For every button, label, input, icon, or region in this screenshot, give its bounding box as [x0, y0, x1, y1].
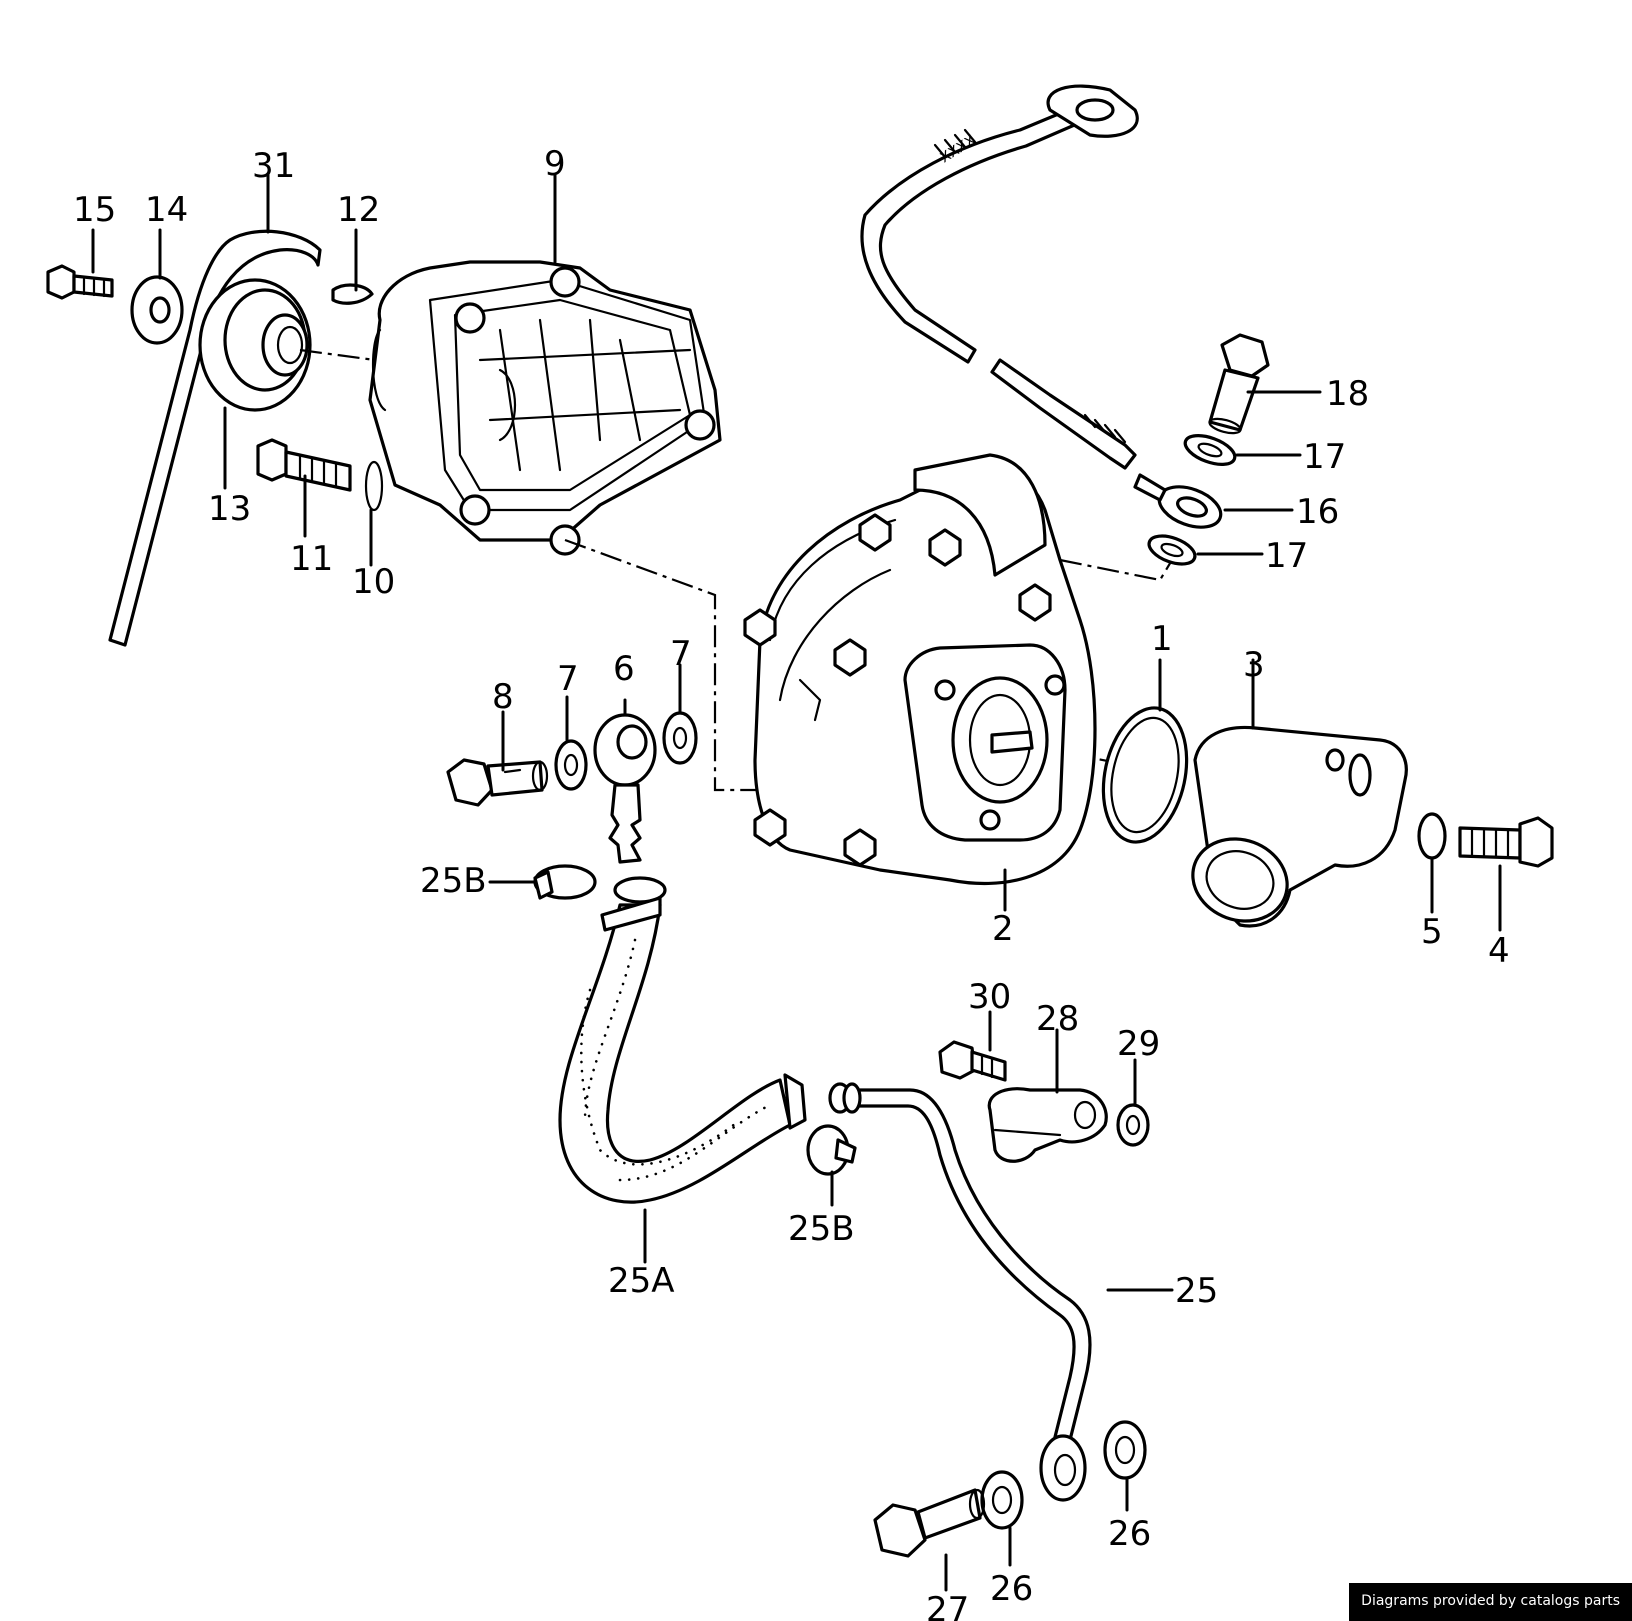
washer-29: [1116, 1103, 1150, 1147]
credit-banner: Diagrams provided by catalogs parts: [1349, 1583, 1632, 1621]
label-30: 30: [968, 977, 1011, 1017]
label-17-upper: 17: [1303, 437, 1346, 477]
bolt-15: [46, 264, 114, 300]
label-12: 12: [337, 190, 380, 230]
label-25: 25: [1175, 1271, 1218, 1311]
banjo-bolt-27: [873, 1488, 986, 1558]
banjo-bolt-8: [446, 758, 549, 807]
label-16: 16: [1296, 492, 1339, 532]
label-2: 2: [992, 909, 1014, 949]
washer-5: [1417, 812, 1447, 860]
label-26-left: 26: [990, 1569, 1033, 1609]
vacuum-pump-2: [743, 453, 1097, 886]
label-6: 6: [613, 649, 635, 689]
washer-14: [130, 275, 184, 345]
label-5: 5: [1421, 912, 1443, 952]
label-1: 1: [1151, 619, 1173, 659]
label-9: 9: [544, 144, 566, 184]
label-7-right: 7: [670, 634, 692, 674]
bracket-9: [368, 260, 722, 556]
washer-26-right: [1103, 1420, 1147, 1480]
bolt-30: [938, 1040, 1007, 1082]
label-27: 27: [926, 1590, 969, 1621]
banjo-bolt-18: [1208, 333, 1270, 435]
vacuum-pipe-25: [828, 1082, 1092, 1502]
drive-belt-31: [108, 229, 322, 647]
label-8: 8: [492, 677, 514, 717]
label-28: 28: [1036, 999, 1079, 1039]
pipe-clip-28: [987, 1087, 1108, 1163]
banjo-nipple-6: [593, 713, 657, 864]
hose-clamp-25b-top: [533, 864, 597, 900]
bolt-11: [256, 438, 352, 492]
centerline: [1059, 554, 1176, 582]
hose-clamp-25b-bottom: [806, 1124, 857, 1176]
label-25a: 25A: [608, 1261, 675, 1301]
lock-washer-10: [364, 460, 384, 512]
centerline: [299, 348, 376, 362]
housing-3: [1191, 725, 1408, 928]
label-25b-bottom: 25B: [788, 1209, 855, 1249]
label-15: 15: [73, 190, 116, 230]
label-29: 29: [1117, 1024, 1160, 1064]
label-3: 3: [1243, 645, 1265, 685]
label-13: 13: [208, 489, 251, 529]
label-11: 11: [290, 539, 333, 579]
washer-26-left: [980, 1470, 1024, 1530]
pulley-13: [198, 278, 312, 412]
label-10: 10: [352, 562, 395, 602]
washer-17-lower: [1147, 534, 1197, 566]
label-18: 18: [1326, 374, 1369, 414]
banjo-fitting-16: [1133, 473, 1223, 529]
vacuum-hose-25a: [558, 876, 807, 1204]
label-14: 14: [145, 190, 188, 230]
washer-7-left: [554, 739, 588, 791]
part-labels: 31 9 14 15 12 13 11 10 18 17 16 17 1 3 2…: [73, 144, 1510, 1621]
key-12: [331, 283, 374, 305]
bolt-4: [1458, 816, 1554, 868]
centerline: [564, 538, 770, 792]
label-26-right: 26: [1108, 1514, 1151, 1554]
label-7-left: 7: [557, 659, 579, 699]
label-17-lower: 17: [1265, 536, 1308, 576]
washer-17-upper: [1183, 434, 1237, 466]
washer-7-right: [662, 711, 698, 765]
label-25b-top: 25B: [420, 861, 487, 901]
label-31: 31: [252, 146, 295, 186]
label-4: 4: [1488, 931, 1510, 971]
leader-lines: [91, 173, 1502, 1592]
o-ring-1: [1101, 706, 1189, 844]
vacuum-hose-upper: [860, 84, 1139, 470]
